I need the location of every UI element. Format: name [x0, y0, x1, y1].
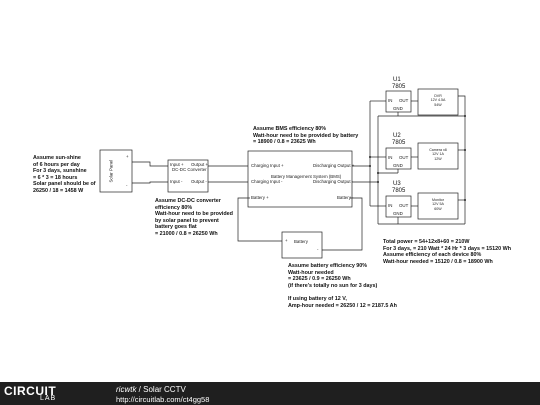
load-camera-box[interactable] — [417, 142, 459, 170]
battery-name: Battery — [294, 239, 308, 244]
wire-bat-pos — [237, 197, 282, 242]
regulator-u2-part: 7805 — [392, 140, 406, 146]
circuitlab-logo-lab: LAB — [40, 395, 57, 402]
bms-discharging-minus: Discharging Output - — [313, 179, 354, 184]
bms-battery-minus: Battery - — [337, 195, 354, 200]
regulator-u3-box[interactable] — [385, 195, 412, 218]
bms-box[interactable] — [247, 150, 353, 208]
project-name: Solar CCTV — [143, 385, 186, 394]
title-separator: / — [136, 385, 144, 394]
note-battery: Assume battery efficiency 90% Watt-hour … — [288, 263, 397, 309]
project-title: ricwtk / Solar CCTV — [116, 385, 186, 394]
wire-solar-pos — [132, 161, 168, 167]
regulator-u3-out: OUT — [399, 203, 409, 208]
regulator-u1-gnd: GND — [393, 106, 403, 111]
bms-charging-minus: Charging Input - — [251, 179, 283, 184]
regulator-u2-gnd: GND — [393, 163, 403, 168]
regulator-u3-ref: U3 — [393, 181, 401, 187]
schematic-canvas — [99, 88, 466, 259]
regulator-u1-out: OUT — [399, 98, 409, 103]
load-dvr-box[interactable] — [417, 88, 459, 116]
regulator-u2-ref: U2 — [393, 133, 401, 139]
wire-solar-neg — [132, 181, 168, 184]
dcdc-input-plus: Input + — [170, 162, 184, 167]
project-url[interactable]: http://circuitlab.com/ct4gg58 — [116, 395, 210, 404]
regulator-u1-in: IN — [388, 98, 393, 103]
regulator-u2-out: OUT — [399, 155, 409, 160]
note-bms: Assume BMS efficiency 80% Watt-hour need… — [253, 126, 359, 146]
dcdc-converter-box[interactable] — [167, 159, 209, 193]
regulator-u3-part: 7805 — [392, 188, 406, 194]
battery-minus: - — [317, 247, 319, 252]
bms-charging-plus: Charging Input + — [251, 163, 284, 168]
dcdc-input-minus: Input - — [170, 179, 183, 184]
bms-battery-plus: Battery + — [251, 195, 269, 200]
solar-panel-box[interactable] — [99, 149, 133, 193]
dcdc-name: DC-DC Converter — [172, 167, 207, 172]
regulator-u2-in: IN — [388, 155, 393, 160]
note-power: Total power = 54+12x8+60 = 210W For 3 da… — [383, 239, 512, 265]
solar-panel-label: Solar Panel — [108, 159, 114, 183]
solar-panel-plus: + — [126, 154, 129, 159]
dcdc-output-minus: Output - — [191, 179, 207, 184]
load-camera-label: Camera x8 12V 1A 12W — [429, 148, 447, 161]
dcdc-output-plus: Output + — [191, 162, 208, 167]
regulator-u3-in: IN — [388, 203, 393, 208]
battery-plus: + — [285, 238, 288, 243]
bms-discharging-plus: Discharging Output + — [313, 163, 355, 168]
regulator-u2-box[interactable] — [385, 147, 412, 170]
circuitlab-logo[interactable]: CIRCUIT — [4, 384, 57, 398]
footer-bar: CIRCUIT LAB ricwtk / Solar CCTV http://c… — [0, 382, 540, 405]
solar-panel-minus: - — [126, 183, 128, 188]
note-sunshine: Assume sun-shine of 6 hours per day For … — [33, 155, 96, 194]
regulator-u1-ref: U1 — [393, 77, 401, 83]
author-link[interactable]: ricwtk — [116, 385, 137, 394]
regulator-u1-box[interactable] — [385, 90, 412, 113]
note-dcdc: Assume DC-DC converter efficiency 80% Wa… — [155, 198, 233, 237]
load-monitor-box[interactable] — [417, 192, 459, 220]
wire-bat-neg — [322, 197, 363, 251]
battery-box[interactable] — [281, 231, 323, 259]
load-monitor-label: Monitor 12V 5A 60W — [432, 198, 444, 211]
load-dvr-label: DVR 12V 4.5A 54W — [430, 94, 446, 107]
regulator-u1-part: 7805 — [392, 84, 406, 90]
regulator-u3-gnd: GND — [393, 211, 403, 216]
bms-name: Battery Management System (BMS) — [271, 174, 342, 179]
